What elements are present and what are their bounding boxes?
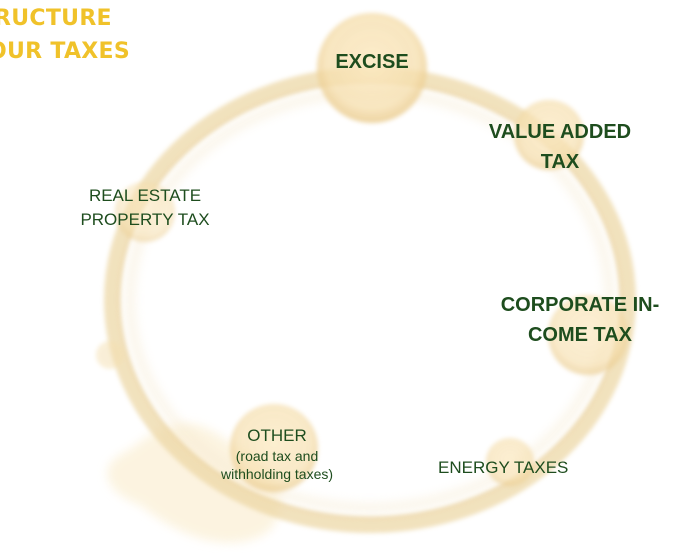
diagram-title: RUCTURE OUR TAXES	[0, 2, 130, 68]
title-line-2: OUR TAXES	[0, 39, 131, 64]
label-real-estate-property-tax: REAL ESTATE PROPERTY TAX	[55, 184, 235, 232]
title-line-1: RUCTURE	[0, 6, 112, 31]
label-cit-line-2: COME TAX	[527, 324, 633, 346]
label-other-sub-2: withholding taxes)	[220, 466, 334, 482]
left-drip-blob	[96, 341, 124, 369]
label-value-added-tax: VALUE ADDED TAX	[455, 117, 665, 177]
vat-blob	[514, 100, 584, 170]
label-realestate-line-2: PROPERTY TAX	[80, 210, 210, 229]
label-corporate-income-tax: CORPORATE IN- COME TAX	[480, 290, 680, 350]
other-blob	[230, 404, 318, 492]
label-realestate-line-1: REAL ESTATE	[88, 186, 202, 205]
label-other-sub-1: (road tax and	[235, 448, 319, 464]
label-other: OTHER (road tax and withholding taxes)	[192, 425, 362, 483]
label-energy-taxes: ENERGY TAXES	[438, 456, 608, 480]
label-excise: EXCISE	[322, 47, 422, 77]
label-vat-line-1: VALUE ADDED	[488, 121, 632, 143]
cit-blob	[548, 295, 628, 375]
excise-blob	[317, 13, 427, 123]
realestate-blob	[115, 182, 175, 242]
label-excise-text: EXCISE	[335, 51, 409, 73]
label-energy-text: ENERGY TAXES	[438, 458, 569, 477]
energy-blob	[486, 438, 534, 486]
label-cit-line-1: CORPORATE IN-	[500, 294, 660, 316]
label-vat-line-2: TAX	[540, 151, 580, 173]
label-other-main: OTHER	[247, 426, 307, 445]
